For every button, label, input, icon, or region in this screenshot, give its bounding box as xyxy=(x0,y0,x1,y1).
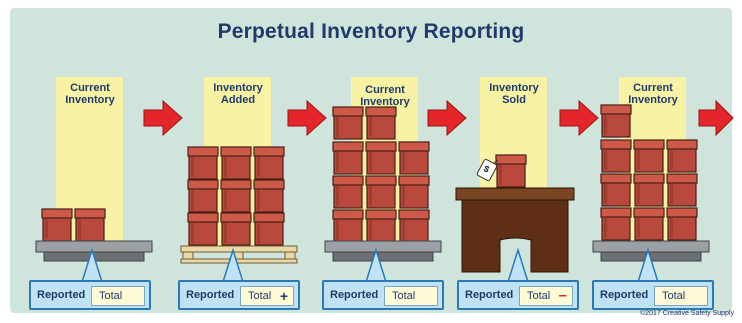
total-label: Total xyxy=(527,290,551,302)
stage-2-label: Inventory Added xyxy=(213,82,263,106)
flow-arrows xyxy=(143,99,734,137)
report-box-3: Reported Total xyxy=(322,280,444,310)
arrow-right-icon xyxy=(143,99,183,137)
arrow-right-icon xyxy=(559,99,599,137)
stage-2-inventory-added xyxy=(180,77,298,264)
sales-counter xyxy=(455,187,575,273)
minus-operator: – xyxy=(558,287,567,304)
stage-2-pallet xyxy=(180,245,298,264)
total-label: Total xyxy=(99,290,123,302)
plus-operator: + xyxy=(279,288,288,304)
reported-label: Reported xyxy=(37,289,86,301)
total-field: Total – xyxy=(519,286,573,306)
stage-5-current-inventory xyxy=(592,77,710,262)
reported-label: Reported xyxy=(186,289,235,301)
stage-4-label: Inventory Sold xyxy=(489,82,539,106)
total-field: Total xyxy=(654,286,708,306)
arrow-right-icon xyxy=(287,99,327,137)
total-field: Total xyxy=(384,286,438,306)
stage-5-label: Current Inventory xyxy=(628,82,678,106)
stage-3-current-inventory xyxy=(324,77,442,262)
total-label: Total xyxy=(248,290,272,302)
arrow-right-icon xyxy=(427,99,467,137)
report-box-4: Reported Total – xyxy=(457,280,579,310)
arrow-right-icon xyxy=(698,99,734,137)
report-box-1: Reported Total xyxy=(29,280,151,310)
stage-2-boxes xyxy=(187,146,285,246)
reported-label: Reported xyxy=(465,289,514,301)
total-label: Total xyxy=(392,290,416,302)
total-field: Total xyxy=(91,286,145,306)
callout-pointers xyxy=(80,247,660,283)
stage-3-label: Current Inventory xyxy=(360,84,410,108)
reported-label: Reported xyxy=(330,289,379,301)
stage-1-label: Current Inventory xyxy=(65,82,115,106)
report-box-5: Reported Total xyxy=(592,280,714,310)
total-field: Total + xyxy=(240,286,294,306)
price-tag-icon xyxy=(476,158,499,182)
stage-4-inventory-sold xyxy=(455,77,575,273)
copyright-notice: ©2017 Creative Safety Supply xyxy=(640,310,734,317)
page-title: Perpetual Inventory Reporting xyxy=(217,20,525,43)
report-box-2: Reported Total + xyxy=(178,280,300,310)
stage-3-shelf xyxy=(324,240,442,262)
reported-label: Reported xyxy=(600,289,649,301)
stage-4-sold-box xyxy=(495,154,527,188)
total-label: Total xyxy=(662,290,686,302)
